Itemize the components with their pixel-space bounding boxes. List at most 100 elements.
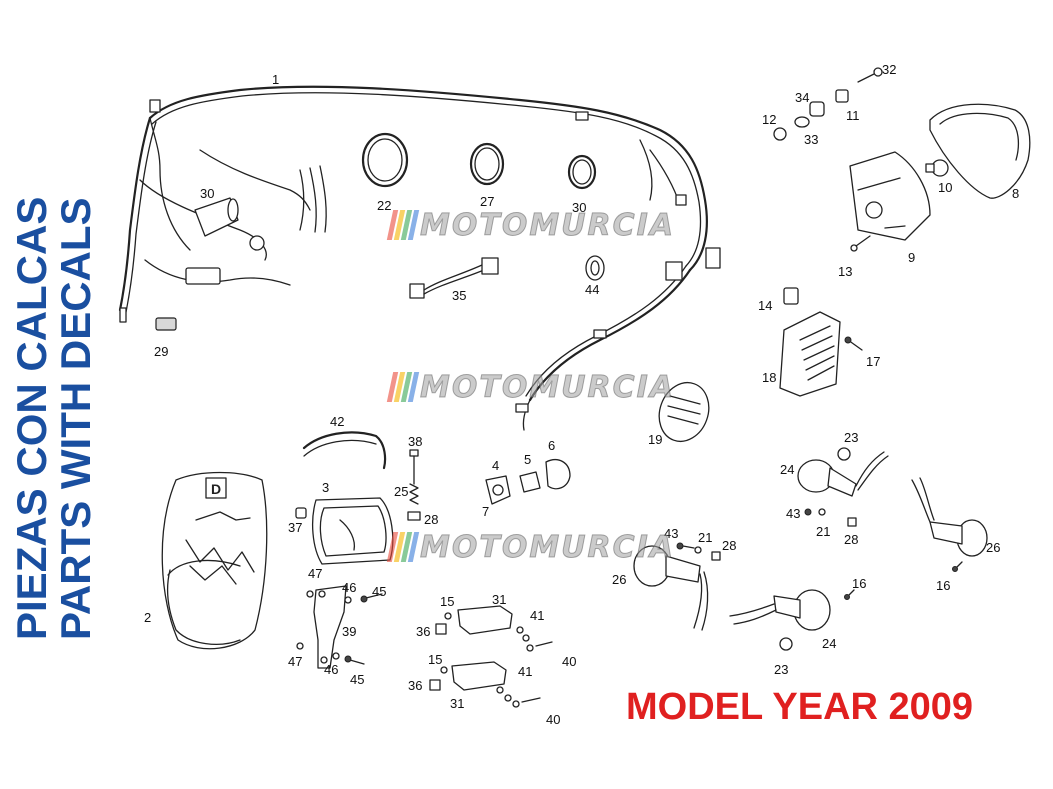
callout-36a: 36 [416,624,430,639]
nut-part-11 [835,89,849,103]
clip-part-36 [429,623,447,691]
regulator-part-18 [779,311,841,397]
watermark-middle: MOTOMURCIA [386,369,676,405]
callout-33: 33 [804,132,818,147]
watermark-text: MOTOMURCIA [419,369,676,405]
washer-part-46 [332,596,352,660]
nut-part-47 [296,590,314,650]
callout-43a: 43 [786,506,800,521]
bulb-part-23-upper [837,447,851,461]
tail-lens-part-8 [929,103,1031,199]
ring-part-5 [519,471,541,493]
callout-45a: 45 [372,584,386,599]
grommet-part-44 [585,255,605,281]
spacer-part-34 [809,101,825,117]
callout-4: 4 [492,458,499,473]
callout-34: 34 [795,90,809,105]
callout-32: 32 [882,62,896,77]
callout-25: 25 [394,484,408,499]
model-year-label: MODEL YEAR 2009 [626,686,974,728]
clamp-part-27 [469,142,505,186]
clip-part-28 [407,511,421,521]
callout-43b: 43 [664,526,678,541]
headlight-part-3 [312,497,394,565]
callout-24b: 24 [822,636,836,651]
screw-part-45a [360,593,383,603]
indicator-part-24-lower [729,589,831,631]
screws-part-40-41 [496,626,553,708]
decal-letter: D [211,481,221,497]
bulb-part-23-lower [779,637,793,651]
callout-37: 37 [288,520,302,535]
washer-part-33 [794,116,810,128]
callout-36b: 36 [408,678,422,693]
callout-46b: 46 [324,662,338,677]
screw-part-45b [344,655,365,665]
watermark-stripes [386,372,420,402]
callout-24a: 24 [780,462,794,477]
bracket-part-39 [313,585,347,669]
indicator-part-26-left [633,545,709,631]
callout-28b: 28 [844,532,858,547]
key-cap-part-6 [545,459,571,490]
strap-part-42 [302,431,387,470]
callout-11: 11 [846,108,860,123]
indicator-part-26-right [911,477,988,557]
screw-part-38 [409,449,419,485]
side-title-english: PARTS WITH DECALS [52,197,99,640]
nut-part-12 [773,127,787,141]
screw-part-16-lower [844,589,855,600]
front-fairing-part-2: D [161,471,268,650]
screw-part-13 [850,235,871,252]
callout-28c: 28 [722,538,736,553]
callout-44: 44 [585,282,599,297]
callout-35: 35 [452,288,466,303]
callout-41b: 41 [518,664,532,679]
callout-7: 7 [482,504,489,519]
callout-21b: 21 [698,530,712,545]
callout-23a: 23 [844,430,858,445]
callout-5: 5 [524,452,531,467]
callout-15a: 15 [440,594,454,609]
callout-3: 3 [322,480,329,495]
callout-2: 2 [144,610,151,625]
callout-39: 39 [342,624,356,639]
watermark-text: MOTOMURCIA [419,207,676,243]
callout-22: 22 [377,198,391,213]
nut-part-37 [295,507,307,519]
horn-part-19 [658,381,710,443]
ignition-part-4 [485,475,511,505]
screw-part-43-21-28-left [676,542,721,561]
callout-21a: 21 [816,524,830,539]
callout-9: 9 [908,250,915,265]
mount-part-31b [451,661,507,691]
callout-38: 38 [408,434,422,449]
clamp-part-22 [361,132,409,188]
callout-47a: 47 [308,566,322,581]
callout-13: 13 [838,264,852,279]
screw-part-16-right [952,561,963,572]
watermark-text: MOTOMURCIA [419,529,676,565]
mount-part-31a [457,605,513,635]
spring-part-25 [409,483,419,505]
callout-47b: 47 [288,654,302,669]
callout-30: 30 [200,186,214,201]
watermark-bottom: MOTOMURCIA [386,529,676,565]
callout-45b: 45 [350,672,364,687]
callout-16b: 16 [852,576,866,591]
callout-40b: 40 [546,712,560,727]
screw-part-32 [857,67,883,83]
clip-part-14 [783,287,799,305]
callout-19: 19 [648,432,662,447]
callout-28-head: 28 [424,512,438,527]
callout-26a: 26 [986,540,1000,555]
side-title-spanish: PIEZAS CON CALCAS [8,196,55,640]
callout-1: 1 [272,72,279,87]
wiring-harness-part-1 [118,85,721,431]
tail-light-housing-part-9 [849,151,931,241]
watermark-stripes [386,210,420,240]
nut-part-15 [440,612,452,674]
callout-40a: 40 [562,654,576,669]
callout-8: 8 [1012,186,1019,201]
callout-30-clamp: 30 [572,200,586,215]
